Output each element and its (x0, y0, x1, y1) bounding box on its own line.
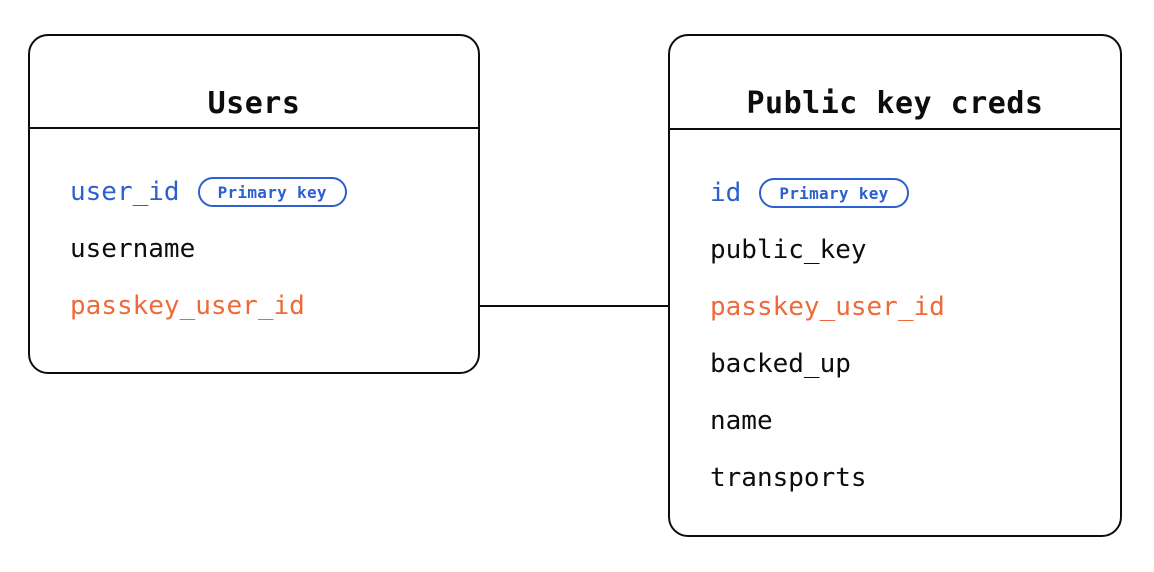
field-name-public-key: public_key (710, 235, 867, 265)
field-row[interactable]: id Primary key (710, 176, 909, 210)
field-row[interactable]: username (70, 232, 195, 266)
field-name-backed-up: backed_up (710, 349, 851, 379)
field-row[interactable]: backed_up (710, 347, 851, 381)
field-name-passkey-user-id: passkey_user_id (70, 291, 305, 321)
field-row[interactable]: name (710, 404, 773, 438)
field-name-id: id (710, 178, 742, 208)
field-row[interactable]: transports (710, 461, 867, 495)
entity-card-public-key-creds[interactable]: Public key creds id Primary key public_k… (668, 34, 1122, 537)
entity-header-divider (668, 128, 1122, 130)
field-name-transports: transports (710, 463, 867, 493)
primary-key-badge: Primary key (197, 177, 347, 207)
relationship-connector (479, 305, 669, 307)
primary-key-badge: Primary key (759, 178, 909, 208)
entity-title-users: Users (207, 86, 301, 121)
entity-title-public-key-creds: Public key creds (746, 86, 1044, 121)
field-row[interactable]: user_id Primary key (70, 175, 347, 209)
field-row[interactable]: passkey_user_id (70, 289, 305, 323)
field-row[interactable]: passkey_user_id (710, 290, 945, 324)
entity-header-divider (28, 127, 480, 129)
field-name-passkey-user-id: passkey_user_id (710, 292, 945, 322)
field-row[interactable]: public_key (710, 233, 867, 267)
field-name-user-id: user_id (70, 177, 180, 207)
entity-card-users[interactable]: Users user_id Primary key username passk… (28, 34, 480, 374)
field-name-name: name (710, 406, 773, 436)
field-name-username: username (70, 234, 196, 264)
